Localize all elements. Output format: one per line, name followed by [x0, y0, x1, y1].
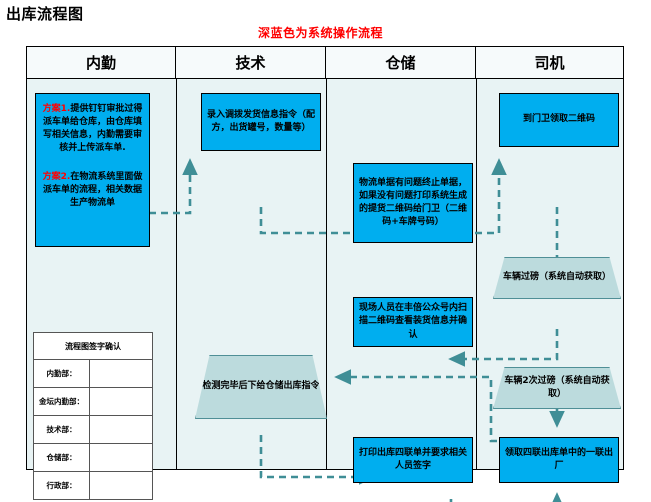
- node-siji-weigh-second[interactable]: 车辆2次过磅（系统自动获取）: [493, 367, 621, 409]
- signature-label-jishu: 技术部：: [34, 416, 90, 443]
- lane-header-cangchu: 仓储: [326, 47, 476, 78]
- table-row: 仓储部：: [34, 444, 152, 472]
- signature-value-jishu[interactable]: [90, 416, 152, 443]
- node-siji-weigh-first-label: 车辆过磅（系统自动获取）: [502, 272, 611, 283]
- signature-value-neiqin[interactable]: [90, 360, 152, 387]
- signature-table: 流程图签字确认 内勤部： 金坛内勤部： 技术部： 仓储部： 行政部：: [33, 332, 153, 500]
- node-siji-weigh-second-label: 车辆2次过磅（系统自动获取）: [504, 375, 610, 399]
- signature-label-jintan-neiqin: 金坛内勤部：: [34, 388, 90, 415]
- node-jishu-input-order[interactable]: 录入调拨发货信息指令（配方，出货罐号，数量等）: [201, 93, 321, 151]
- node-cangchu-scan-confirm[interactable]: 现场人员在丰倍公众号内扫描二维码查看装货信息并确认: [353, 297, 473, 347]
- node-cangchu-print-quadruplicate[interactable]: 打印出库四联单并要求相关人员签字: [353, 437, 473, 483]
- neiqin-scheme2: 方案2.在物流系统里面做派车单的流程，相关数据生产物流单: [40, 171, 145, 210]
- neiqin-scheme1: 方案1.提供钉钉审批过得派车单给仓库，由仓库填写相关信息，内勤需要审核并上传派车…: [40, 103, 145, 155]
- signature-value-jintan-neiqin[interactable]: [90, 388, 152, 415]
- neiqin-scheme2-text: 在物流系统里面做派车单的流程，相关数据生产物流单: [42, 172, 143, 209]
- signature-value-xingzheng[interactable]: [90, 472, 152, 499]
- node-jishu-check-complete-label: 检测完毕后下给仓储出库指令: [202, 381, 320, 392]
- signature-table-header: 流程图签字确认: [34, 333, 152, 360]
- lane-divider-2: [326, 79, 327, 470]
- neiqin-scheme1-tag: 方案1.: [42, 104, 71, 114]
- signature-label-xingzheng: 行政部：: [34, 472, 90, 499]
- lane-body: 方案1.提供钉钉审批过得派车单给仓库，由仓库填写相关信息，内勤需要审核并上传派车…: [27, 79, 623, 502]
- table-row: 内勤部：: [34, 360, 152, 388]
- node-jishu-check-complete[interactable]: 检测完毕后下给仓储出库指令: [195, 355, 327, 419]
- table-row: 技术部：: [34, 416, 152, 444]
- lane-divider-1: [176, 79, 177, 470]
- node-cangchu-logistics-doc[interactable]: 物流单据有问题终止单据，如果没有问题打印系统生成的提货二维码给门卫（二维码+车牌…: [353, 163, 473, 243]
- table-row: 金坛内勤部：: [34, 388, 152, 416]
- signature-value-cangchu[interactable]: [90, 444, 152, 471]
- node-neiqin-schemes[interactable]: 方案1.提供钉钉审批过得派车单给仓库，由仓库填写相关信息，内勤需要审核并上传派车…: [35, 93, 150, 247]
- node-siji-weigh-first[interactable]: 车辆过磅（系统自动获取）: [493, 257, 621, 299]
- node-siji-get-qrcode[interactable]: 到门卫领取二维码: [499, 93, 619, 147]
- lane-header-siji: 司机: [476, 47, 623, 78]
- page-title: 出库流程图: [6, 5, 84, 23]
- legend-note: 深蓝色为系统操作流程: [258, 26, 384, 40]
- swimlane-flowchart: 内勤 技术 仓储 司机: [26, 46, 624, 502]
- lane-divider-3: [476, 79, 477, 470]
- lane-header-row: 内勤 技术 仓储 司机: [27, 47, 623, 79]
- lane-header-neiqin: 内勤: [27, 47, 176, 78]
- node-siji-receive-receipt[interactable]: 领取四联出库单中的一联出厂: [499, 437, 619, 483]
- lane-header-jishu: 技术: [176, 47, 326, 78]
- signature-label-cangchu: 仓储部：: [34, 444, 90, 471]
- neiqin-scheme2-tag: 方案2.: [42, 172, 71, 183]
- signature-label-neiqin: 内勤部：: [34, 360, 90, 387]
- neiqin-scheme1-text: 提供钉钉审批过得派车单给仓库，由仓库填写相关信息，内勤需要审核并上传派车单.: [42, 104, 143, 154]
- table-row: 行政部：: [34, 472, 152, 499]
